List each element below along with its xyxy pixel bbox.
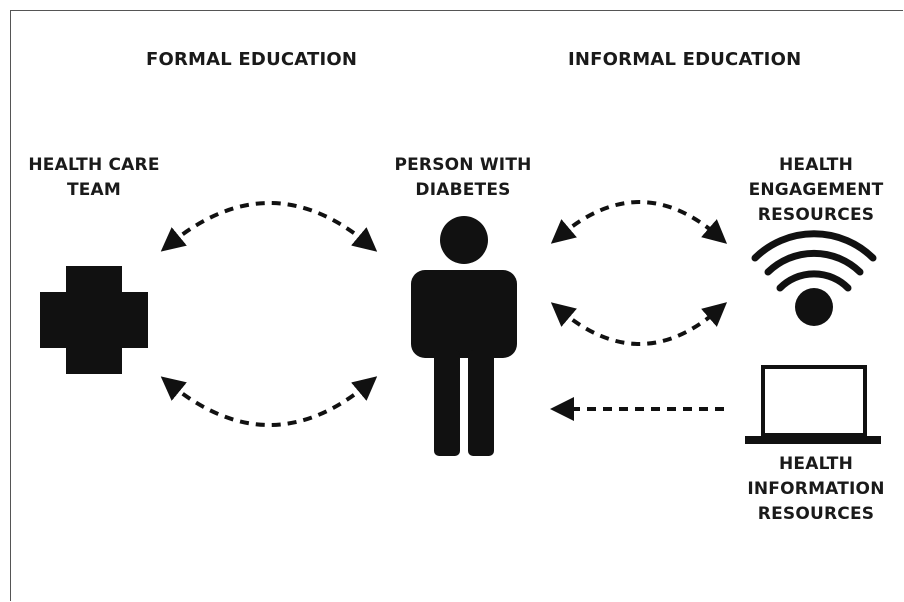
arrow-team-person-bottom: [160, 376, 378, 427]
engagement-label-line: RESOURCES: [757, 205, 875, 225]
arrow-team-person-top: [160, 201, 378, 252]
health-care-team-label-line: TEAM: [66, 180, 122, 200]
person-with-diabetes-label: PERSON WITH DIABETES: [388, 153, 538, 203]
arrow-person-engagement-bottom: [550, 302, 728, 346]
person-label-line: DIABETES: [415, 180, 511, 200]
information-label-line: RESOURCES: [757, 504, 875, 524]
health-care-team-label-line: HEALTH CARE: [28, 155, 160, 175]
arrow-person-engagement-top: [550, 200, 728, 244]
engagement-label-line: HEALTH: [778, 155, 854, 175]
laptop-icon: [745, 365, 881, 444]
health-information-resources-label: HEALTH INFORMATION RESOURCES: [744, 452, 888, 527]
medical-cross-icon: [40, 266, 148, 374]
health-engagement-resources-label: HEALTH ENGAGEMENT RESOURCES: [744, 153, 888, 228]
person-icon: [411, 216, 517, 456]
person-label-line: PERSON WITH: [394, 155, 532, 175]
health-care-team-label: HEALTH CARE TEAM: [26, 153, 162, 203]
diagram-frame: [10, 10, 903, 601]
formal-education-heading: FORMAL EDUCATION: [146, 49, 358, 70]
engagement-label-line: ENGAGEMENT: [748, 180, 884, 200]
wireless-signal-icon: [751, 230, 877, 326]
information-label-line: INFORMATION: [747, 479, 885, 499]
informal-education-heading: INFORMAL EDUCATION: [568, 49, 802, 70]
information-label-line: HEALTH: [778, 454, 854, 474]
